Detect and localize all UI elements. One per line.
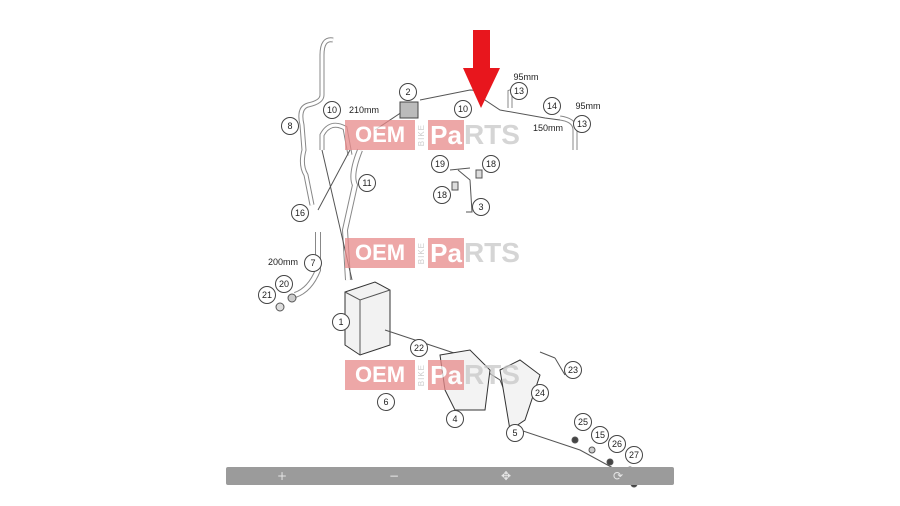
watermark: OEM BIKE Pa RTS (345, 237, 520, 269)
callout-part[interactable]: 13 (573, 115, 591, 133)
watermark-bike: BIKE (417, 123, 427, 147)
callout-part[interactable]: 3 (472, 198, 490, 216)
watermark-oem: OEM (345, 120, 416, 150)
watermark-pa: Pa (428, 120, 464, 150)
watermark: OEM BIKE Pa RTS (345, 119, 520, 151)
watermark-bike: BIKE (417, 363, 427, 387)
watermark-oem: OEM (345, 238, 416, 268)
callout-part[interactable]: 8 (281, 117, 299, 135)
zoom-in-button[interactable]: + (257, 469, 307, 483)
watermark-rts: RTS (463, 359, 520, 390)
callout-part[interactable]: 6 (377, 393, 395, 411)
callout-part[interactable]: 27 (625, 446, 643, 464)
watermark-pa: Pa (428, 360, 464, 390)
callout-part[interactable]: 1 (332, 313, 350, 331)
callout-part[interactable]: 13 (510, 82, 528, 100)
callout-part[interactable]: 25 (574, 413, 592, 431)
callout-part[interactable]: 2 (399, 83, 417, 101)
callout-part[interactable]: 18 (433, 186, 451, 204)
callout-part[interactable]: 16 (291, 204, 309, 222)
dimension-label: 95mm (575, 101, 601, 111)
callout-part[interactable]: 20 (275, 275, 293, 293)
callout-part[interactable]: 15 (591, 426, 609, 444)
callout-part[interactable]: 5 (506, 424, 524, 442)
dimension-label: 95mm (513, 72, 539, 82)
watermark-rts: RTS (463, 237, 520, 268)
callout-part[interactable]: 26 (608, 435, 626, 453)
callout-part[interactable]: 19 (431, 155, 449, 173)
callout-part[interactable]: 22 (410, 339, 428, 357)
watermark: OEM BIKE Pa RTS (345, 359, 520, 391)
callout-part[interactable]: 4 (446, 410, 464, 428)
watermark-pa: Pa (428, 238, 464, 268)
watermark-bike: BIKE (417, 241, 427, 265)
callout-part[interactable]: 10 (454, 100, 472, 118)
dimension-label: 200mm (267, 257, 299, 267)
callout-part[interactable]: 24 (531, 384, 549, 402)
dimension-label: 150mm (532, 123, 564, 133)
zoom-out-button[interactable]: − (369, 469, 419, 483)
callout-part[interactable]: 18 (482, 155, 500, 173)
red-arrow-indicator (463, 30, 500, 108)
watermark-oem: OEM (345, 360, 416, 390)
diagram-toolbar: + − ✥ ⟳ (226, 467, 674, 485)
callout-part[interactable]: 23 (564, 361, 582, 379)
callout-part[interactable]: 7 (304, 254, 322, 272)
dimension-label: 210mm (348, 105, 380, 115)
callout-part[interactable]: 11 (358, 174, 376, 192)
reset-button[interactable]: ⟳ (593, 469, 643, 483)
callout-part[interactable]: 14 (543, 97, 561, 115)
pan-button[interactable]: ✥ (481, 469, 531, 483)
callout-part[interactable]: 10 (323, 101, 341, 119)
callout-part[interactable]: 21 (258, 286, 276, 304)
watermark-rts: RTS (463, 119, 520, 150)
